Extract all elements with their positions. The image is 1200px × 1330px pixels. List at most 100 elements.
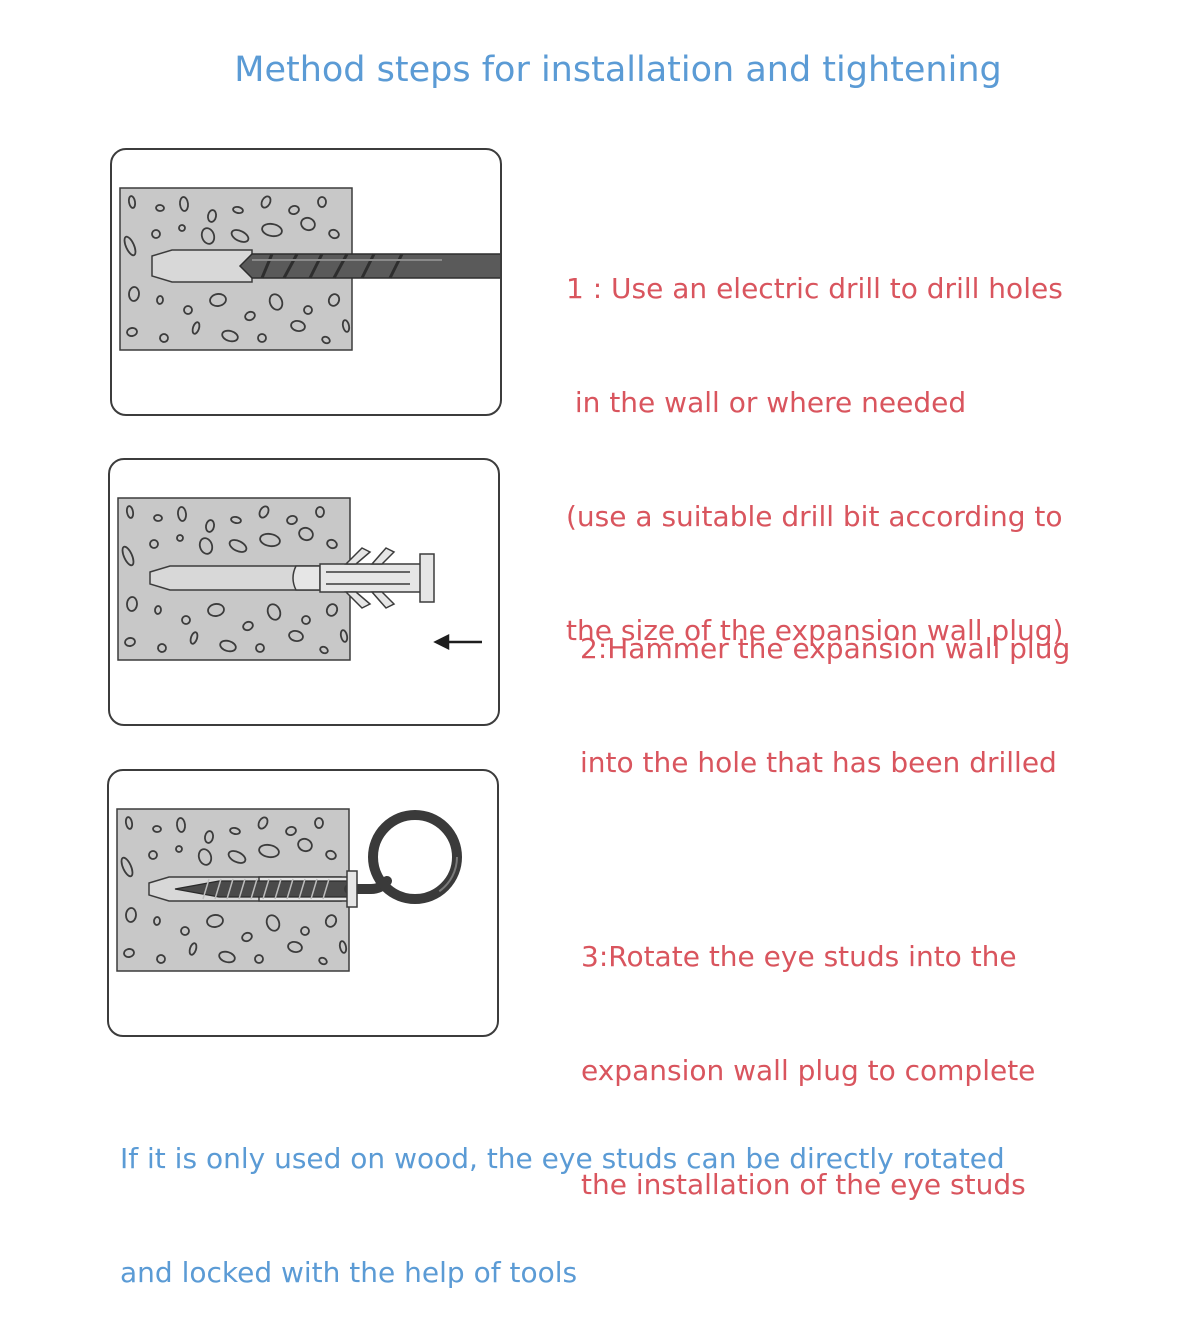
page-title: Method steps for installation and tighte… (234, 50, 1002, 90)
concrete-pebble (204, 830, 214, 844)
concrete-pebble (315, 506, 325, 518)
concrete-pebble (229, 826, 241, 836)
concrete-pebble (258, 505, 270, 519)
concrete-pebble (176, 534, 184, 542)
concrete-pebble (123, 235, 137, 257)
concrete-pebble (200, 227, 216, 245)
concrete-pebble (156, 954, 166, 964)
concrete-pebble (317, 196, 327, 208)
concrete-pebble (189, 631, 199, 645)
concrete-pebble (121, 545, 135, 567)
concrete-pebble (321, 335, 331, 345)
wall-plug-icon (292, 547, 435, 609)
concrete-pebble (151, 229, 161, 239)
concrete-pebble (257, 816, 269, 830)
step-2-text: 2:Hammer the expansion wall plug into th… (580, 632, 1071, 779)
concrete-pebble (209, 293, 227, 307)
concrete-pebble (176, 817, 186, 833)
arrow-left-icon (433, 633, 482, 651)
concrete-pebble (326, 538, 338, 550)
concrete-pebble (314, 817, 324, 829)
concrete-pebble (124, 637, 136, 647)
concrete-pebble (244, 310, 256, 322)
concrete-pebble (255, 643, 265, 653)
concrete-pebble (125, 505, 135, 519)
concrete-pebble (227, 850, 247, 864)
concrete-pebble (266, 603, 282, 621)
concrete-pebble (183, 305, 193, 315)
concrete-pebble (149, 539, 159, 549)
concrete-pebble (228, 539, 248, 553)
concrete-pebble (156, 295, 164, 305)
concrete-pebble (159, 333, 169, 343)
concrete-pebble (230, 229, 250, 243)
concrete-pebble (287, 940, 303, 954)
concrete-pebble (123, 948, 135, 958)
concrete-pebble (290, 319, 306, 333)
concrete-pebble (341, 319, 351, 333)
concrete-pebble (318, 956, 328, 966)
concrete-pebble (207, 603, 225, 617)
step-3-text: 3:Rotate the eye studs into the expansio… (581, 940, 1036, 1201)
concrete-pebble (338, 940, 348, 954)
concrete-pebble (127, 195, 137, 209)
concrete-pebble (120, 856, 134, 878)
concrete-pebble (325, 603, 339, 617)
concrete-pebble (181, 615, 191, 625)
drill-bit-icon (238, 253, 500, 279)
concrete-pebble (285, 826, 297, 836)
concrete-pebble (178, 224, 186, 232)
concrete-pebble (128, 286, 140, 302)
concrete-pebble (288, 205, 300, 215)
concrete-pebble (153, 514, 163, 522)
concrete-pebble (219, 639, 237, 653)
concrete-pebble (254, 954, 264, 964)
concrete-pebble (265, 914, 281, 932)
step-1-text: 1 : Use an electric drill to drill holes… (566, 272, 1064, 647)
concrete-pebble (152, 825, 162, 833)
concrete-pebble (126, 327, 138, 337)
concrete-pebble (241, 931, 253, 943)
concrete-pebble (218, 950, 236, 964)
concrete-pebble (319, 645, 329, 655)
concrete-pebble (298, 526, 314, 542)
concrete-pebble (155, 204, 165, 212)
concrete-pebble (221, 329, 239, 343)
concrete-pebble (232, 205, 244, 215)
concrete-pebble (259, 532, 281, 548)
concrete-pebble (206, 914, 224, 928)
wood-usage-note: If it is only used on wood, the eye stud… (120, 1142, 1005, 1289)
concrete-pebble (242, 620, 254, 632)
step-1-illustration (110, 148, 502, 416)
concrete-pebble (179, 196, 189, 212)
concrete-pebble (157, 643, 167, 653)
concrete-pebble (260, 195, 272, 209)
concrete-pebble (325, 849, 337, 861)
concrete-pebble (153, 916, 161, 926)
concrete-pebble (297, 837, 313, 853)
concrete-pebble (258, 843, 280, 859)
concrete-pebble (300, 926, 310, 936)
eye-stud-icon (174, 810, 462, 908)
concrete-pebble (191, 321, 201, 335)
concrete-pebble (188, 942, 198, 956)
concrete-pebble (154, 605, 162, 615)
concrete-pebble (261, 222, 283, 238)
concrete-pebble (328, 228, 340, 240)
concrete-pebble (327, 293, 341, 307)
concrete-pebble (324, 914, 338, 928)
concrete-pebble (198, 537, 214, 555)
concrete-pebble (148, 850, 158, 860)
concrete-pebble (197, 848, 213, 866)
concrete-pebble (300, 216, 316, 232)
concrete-pebble (286, 515, 298, 525)
concrete-pebble (177, 506, 187, 522)
concrete-pebble (303, 305, 313, 315)
step-2-illustration (108, 458, 500, 726)
concrete-pebble (205, 519, 215, 533)
concrete-pebble (230, 515, 242, 525)
concrete-pebble (257, 333, 267, 343)
step-3-illustration (107, 769, 499, 1037)
concrete-pebble (125, 907, 137, 923)
concrete-pebble (207, 209, 217, 223)
